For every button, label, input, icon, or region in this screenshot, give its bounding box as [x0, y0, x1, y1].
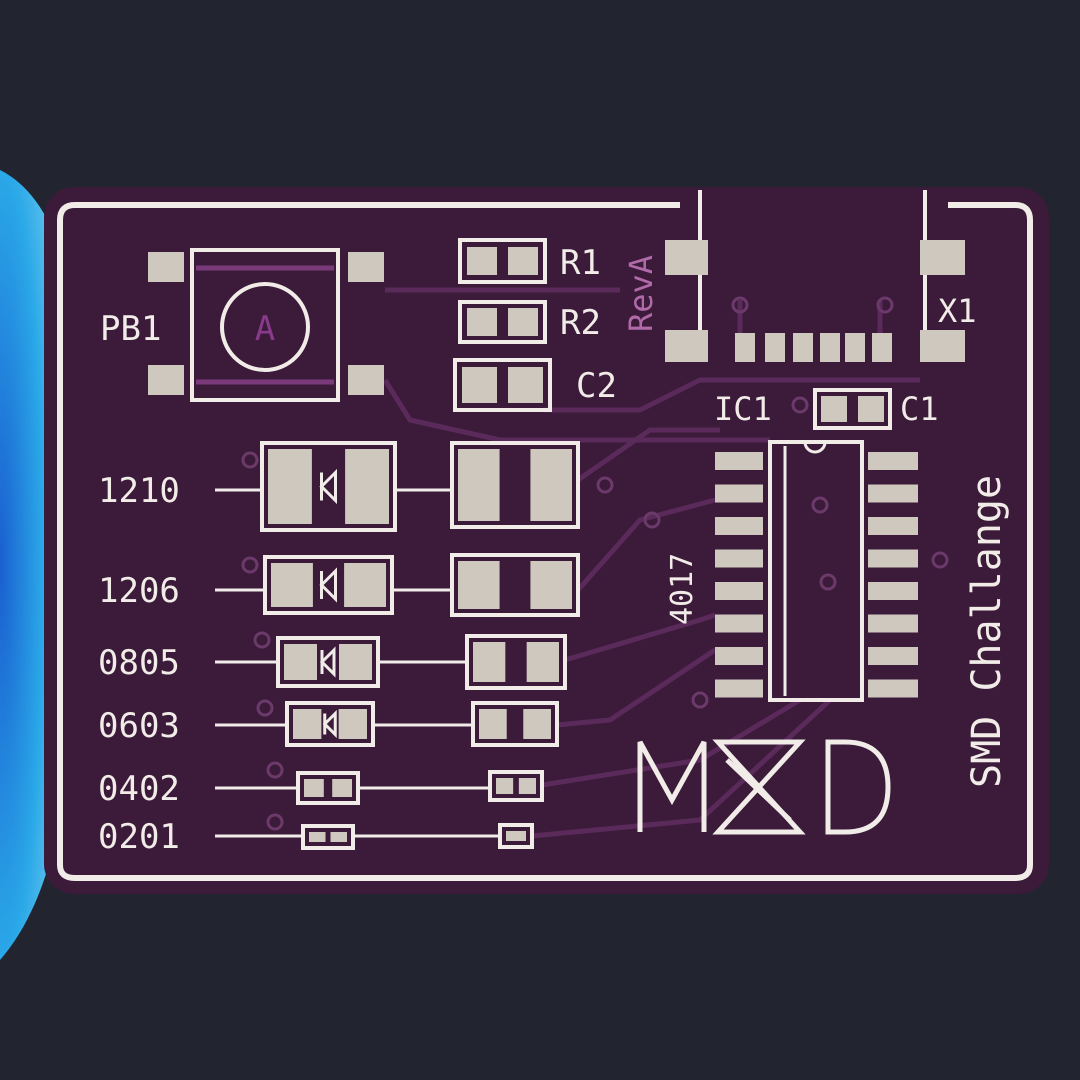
pad [530, 561, 572, 609]
ic-pad-right [868, 517, 918, 535]
size-label: 0201 [98, 817, 180, 857]
capacitor-footprint [488, 770, 544, 802]
revision-label: RevA [622, 255, 660, 332]
size-label: 1206 [98, 571, 180, 611]
capacitor-footprint [465, 634, 567, 690]
size-label: 0603 [98, 706, 180, 746]
pad [530, 449, 572, 521]
size-label: 0805 [98, 643, 180, 683]
pad [284, 644, 317, 680]
ic-pad-left [715, 582, 763, 600]
size-row-0201: 0201 [98, 817, 534, 857]
size-label: 0402 [98, 769, 180, 809]
ic-pad-left [715, 679, 763, 698]
ic-part-number: 4017 [665, 553, 700, 625]
pad [473, 642, 506, 682]
diode-polarity-icon [319, 468, 337, 505]
pcb-board [44, 187, 1049, 894]
capacitor-c1 [813, 388, 892, 430]
pad [293, 709, 322, 739]
ic-pad-right [868, 679, 918, 698]
size-label: 1210 [98, 471, 180, 511]
crystal-x1 [665, 240, 965, 362]
pad [458, 561, 500, 609]
vias [241, 296, 949, 831]
ic-pad-right [868, 484, 918, 503]
capacitor-footprint [450, 441, 580, 529]
ic1-label: IC1 [714, 390, 772, 428]
ic-pad-left [715, 517, 763, 535]
pad [479, 709, 507, 739]
diode-footprint [296, 771, 360, 805]
c2-label: C2 [576, 366, 617, 406]
resistor-r1 [458, 238, 547, 284]
ic-pad-left [715, 549, 763, 568]
pad [332, 779, 352, 797]
ic-pad-right [868, 549, 918, 568]
capacitor-c2 [453, 358, 552, 412]
size-row-0402: 0402 [98, 769, 544, 809]
m8d-logo [637, 739, 891, 835]
pad [496, 778, 514, 794]
diode-footprint [301, 824, 355, 850]
size-row-1206: 1206 [98, 553, 580, 617]
diode-footprint [260, 441, 397, 532]
ic-4017 [715, 440, 918, 702]
pad [506, 831, 517, 841]
pad [523, 709, 551, 739]
pb1-label: PB1 [100, 309, 161, 349]
button-label: A [255, 309, 275, 349]
ic-pad-left [715, 614, 763, 633]
pad [304, 779, 324, 797]
size-row-0603: 0603 [98, 701, 559, 747]
size-row-1210: 1210 [98, 441, 580, 532]
ic-pad-left [715, 647, 763, 665]
diode-footprint [285, 701, 375, 747]
ic-pad-left [715, 452, 763, 470]
capacitor-footprint [498, 823, 534, 849]
c1-label: C1 [900, 390, 939, 428]
pad [526, 642, 559, 682]
ic-pad-right [868, 614, 918, 633]
pad [515, 831, 526, 841]
capacitor-footprint [450, 553, 580, 617]
pad [518, 778, 536, 794]
x1-label: X1 [938, 292, 977, 330]
pad [338, 709, 367, 739]
r1-label: R1 [560, 243, 601, 283]
pushbutton-pb1: A [148, 248, 384, 402]
resistor-r2 [458, 300, 547, 344]
ic-pad-right [868, 647, 918, 665]
pad [344, 563, 386, 607]
pad [339, 644, 372, 680]
ic-pad-right [868, 582, 918, 600]
pad [330, 832, 347, 842]
ic-pad-right [868, 452, 918, 470]
size-row-0805: 0805 [98, 634, 567, 690]
board-title: SMD Challange [964, 475, 1010, 788]
pad [268, 449, 312, 524]
diode-polarity-icon [319, 567, 337, 603]
pad [309, 832, 326, 842]
pad [345, 449, 389, 524]
diode-footprint [276, 636, 380, 688]
diode-polarity-icon [322, 709, 337, 739]
ic-pad-left [715, 484, 763, 503]
diode-polarity-icon [319, 646, 336, 678]
capacitor-footprint [471, 701, 559, 747]
board-outline-silk [57, 202, 1033, 881]
pad [458, 449, 500, 521]
diode-footprint [263, 555, 394, 615]
r2-label: R2 [560, 303, 601, 343]
pad [271, 563, 313, 607]
